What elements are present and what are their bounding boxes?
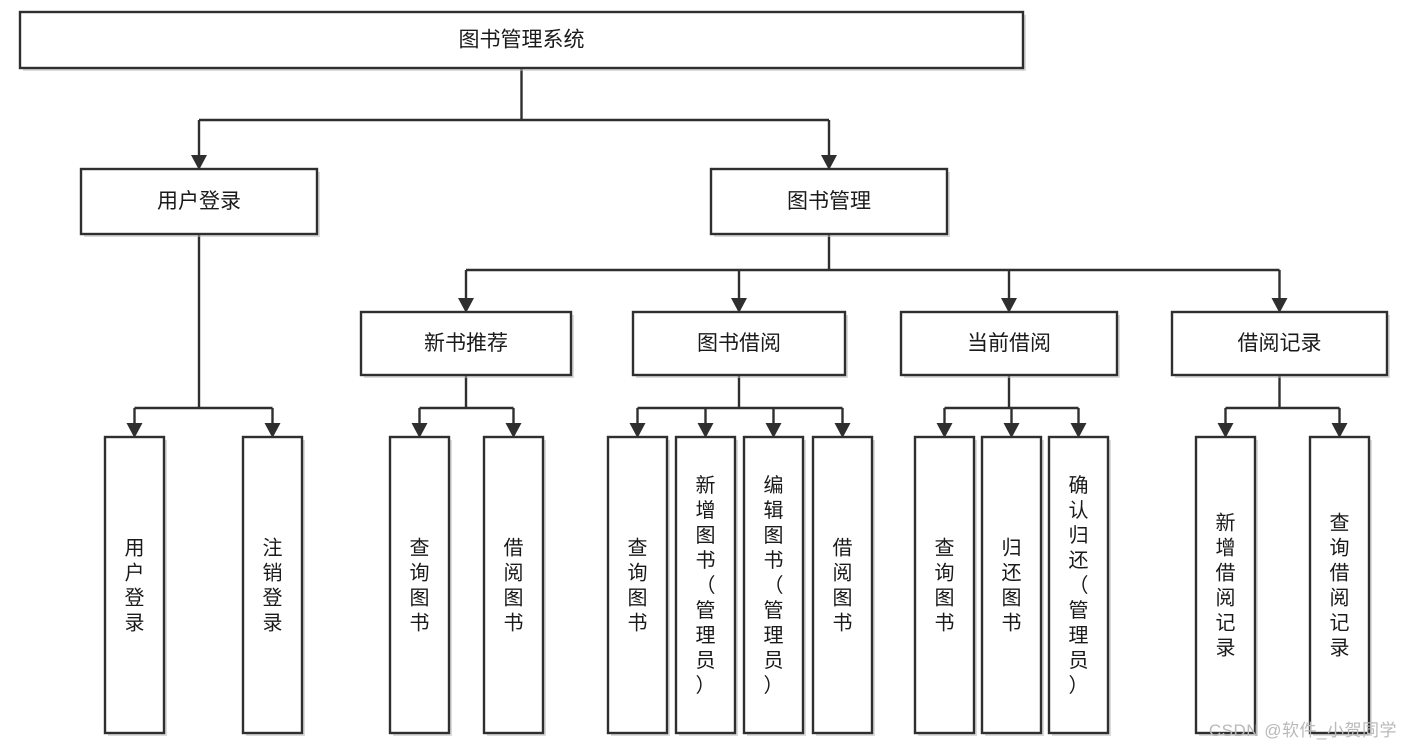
arrow-head-icon (1271, 298, 1288, 313)
node-box[interactable] (899, 310, 1119, 377)
node-box[interactable] (606, 435, 669, 735)
node-l4-e2[interactable]: 查询借阅记录 (1308, 435, 1372, 736)
node-l4-c1[interactable]: 查询图书 (606, 435, 670, 736)
node-l4-c3[interactable]: 编辑图书（管理员） (742, 435, 806, 736)
node-box[interactable] (631, 310, 847, 377)
node-label: 确认归还（管理员） (1069, 474, 1089, 697)
arrow-head-icon (1217, 423, 1234, 438)
arrow-head-icon (505, 423, 522, 438)
node-l3-borrow[interactable]: 图书借阅 (631, 310, 848, 378)
node-box[interactable] (359, 310, 573, 377)
arrow-head-icon (697, 423, 714, 438)
node-label: 查询图书 (410, 537, 430, 635)
arrow-head-icon (191, 155, 207, 170)
node-label: 新增借阅记录 (1216, 512, 1236, 660)
node-l4-a1[interactable]: 用户登录 (103, 435, 167, 736)
node-box[interactable] (674, 435, 737, 735)
arrow-head-icon (629, 423, 646, 438)
node-label: 借阅记录 (1238, 332, 1322, 355)
node-label: 注销登录 (263, 537, 283, 635)
arrow-head-icon (1001, 298, 1017, 313)
node-label: 查询借阅记录 (1330, 512, 1350, 660)
node-box[interactable] (482, 435, 545, 735)
node-layer: 图书管理系统用户登录图书管理新书推荐图书借阅当前借阅借阅记录用户登录注销登录查询… (18, 10, 1390, 736)
watermark-text: CSDN @软件_小贺同学 (1208, 721, 1397, 740)
node-l4-d3[interactable]: 确认归还（管理员） (1047, 435, 1111, 736)
arrow-head-icon (1003, 423, 1020, 438)
arrow-head-icon (834, 423, 851, 438)
node-label: 图书管理系统 (459, 29, 585, 52)
arrow-head-icon (411, 423, 428, 438)
node-box[interactable] (388, 435, 451, 735)
node-box[interactable] (811, 435, 874, 735)
arrow-head-icon (1331, 423, 1348, 438)
node-label: 借阅图书 (504, 537, 524, 635)
node-box[interactable] (913, 435, 976, 735)
arrow-head-icon (821, 155, 837, 170)
node-box[interactable] (1170, 310, 1389, 377)
node-label: 借阅图书 (833, 537, 853, 635)
node-label: 用户登录 (125, 538, 145, 635)
arrow-head-icon (264, 423, 281, 438)
node-l4-d1[interactable]: 查询图书 (913, 435, 977, 736)
node-l2-book-manage[interactable]: 图书管理 (709, 167, 950, 237)
node-box[interactable] (1308, 435, 1371, 735)
node-box[interactable] (1047, 435, 1110, 735)
node-l3-new-book[interactable]: 新书推荐 (359, 310, 574, 378)
node-box[interactable] (709, 167, 949, 236)
arrow-head-icon (458, 298, 474, 313)
node-label: 新增图书（管理员） (696, 474, 716, 697)
node-l4-b1[interactable]: 查询图书 (388, 435, 452, 736)
node-label: 用户登录 (157, 190, 241, 213)
node-l4-a2[interactable]: 注销登录 (241, 435, 305, 736)
node-l4-b2[interactable]: 借阅图书 (482, 435, 546, 736)
node-l2-user-login[interactable]: 用户登录 (79, 167, 320, 237)
node-box[interactable] (1194, 435, 1257, 735)
node-label: 归还图书 (1002, 537, 1022, 635)
node-label: 查询图书 (628, 537, 648, 635)
node-l4-e1[interactable]: 新增借阅记录 (1194, 435, 1258, 736)
node-label: 编辑图书（管理员） (764, 474, 784, 697)
node-l4-d2[interactable]: 归还图书 (980, 435, 1044, 736)
arrow-head-icon (126, 423, 143, 438)
node-l4-c4[interactable]: 借阅图书 (811, 435, 875, 736)
arrow-head-icon (731, 298, 747, 313)
node-label: 图书借阅 (697, 332, 781, 355)
node-l3-record[interactable]: 借阅记录 (1170, 310, 1390, 378)
node-l3-current[interactable]: 当前借阅 (899, 310, 1120, 378)
node-box[interactable] (742, 435, 805, 735)
node-label: 查询图书 (935, 537, 955, 635)
node-box[interactable] (103, 435, 166, 735)
node-box[interactable] (79, 167, 319, 236)
node-root[interactable]: 图书管理系统 (18, 10, 1026, 71)
node-label: 图书管理 (787, 190, 871, 213)
arrow-head-icon (765, 423, 782, 438)
node-l4-c2[interactable]: 新增图书（管理员） (674, 435, 738, 736)
node-box[interactable] (18, 10, 1025, 70)
arrow-head-icon (936, 423, 953, 438)
node-box[interactable] (241, 435, 304, 735)
edge-layer (126, 68, 1348, 438)
arrow-head-icon (1070, 423, 1087, 438)
node-label: 当前借阅 (967, 332, 1051, 355)
node-box[interactable] (980, 435, 1043, 735)
node-label: 新书推荐 (424, 332, 508, 355)
